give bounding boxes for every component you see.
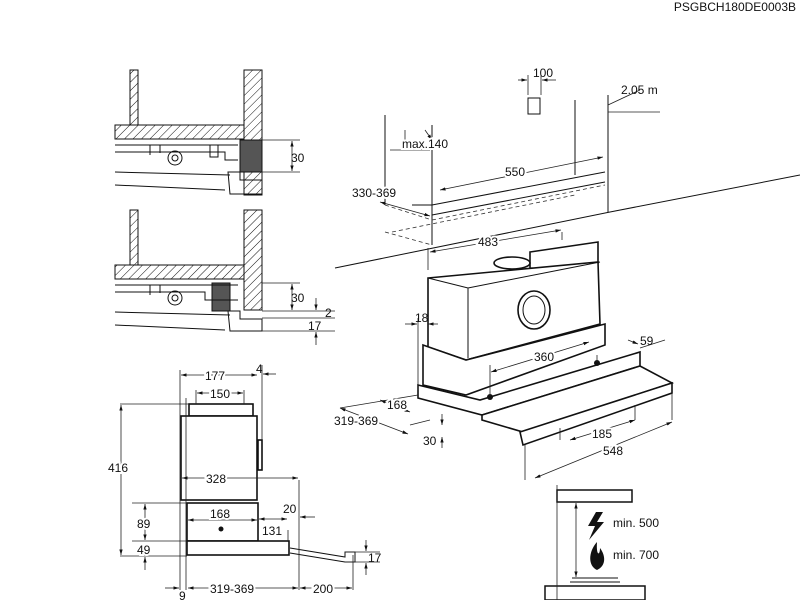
- cabinet-detail-top: 30: [114, 69, 305, 196]
- dim-200: 200: [313, 582, 333, 596]
- dim-20: 20: [283, 502, 297, 516]
- electric-icon: [588, 512, 604, 540]
- dim-iso-319-369: 319-369: [334, 414, 378, 428]
- dim-483: 483: [478, 235, 498, 249]
- dim-328: 328: [206, 472, 226, 486]
- dim-detail-mid-2: 2: [325, 306, 332, 320]
- clearance-gas: min. 700: [613, 548, 659, 562]
- dim-131: 131: [262, 524, 282, 538]
- dim-548: 548: [603, 444, 623, 458]
- dim-550: 550: [505, 165, 525, 179]
- dim-177: 177: [205, 369, 225, 383]
- dim-iso-30: 30: [423, 434, 437, 448]
- dim-416: 416: [108, 461, 128, 475]
- clearance-electric: min. 500: [613, 516, 659, 530]
- dim-100: 100: [533, 66, 553, 80]
- flame-icon: [590, 542, 605, 570]
- dim-9: 9: [179, 589, 186, 600]
- hood-isometric: 483 18 360 59 168 319-369 30 185 548: [332, 229, 675, 480]
- dim-150: 150: [210, 387, 230, 401]
- dim-max-140: max.140: [402, 137, 448, 151]
- dim-4: 4: [256, 362, 263, 376]
- clearance-diagram: min. 500 min. 700: [544, 485, 659, 600]
- dim-detail-top-30: 30: [291, 151, 305, 165]
- dim-detail-mid-30: 30: [291, 291, 305, 305]
- dim-185: 185: [592, 427, 612, 441]
- dim-168: 168: [210, 507, 230, 521]
- ceiling-layout: 100 2.05 m max.140 550 330-369: [334, 66, 800, 269]
- dim-detail-mid-17: 17: [308, 319, 322, 333]
- dim-360: 360: [534, 350, 554, 364]
- dim-18: 18: [415, 311, 429, 325]
- dim-330-369: 330-369: [352, 186, 396, 200]
- cabinet-detail-mid: 30 2 17: [114, 209, 335, 345]
- side-view: 177 4 150 416 328 168 20 131 89 49 17 9 …: [106, 362, 382, 600]
- dim-59: 59: [640, 334, 654, 348]
- dim-iso-168: 168: [387, 398, 407, 412]
- dim-2-05-m: 2.05 m: [621, 83, 658, 97]
- dim-319-369: 319-369: [210, 582, 254, 596]
- dim-89: 89: [137, 517, 151, 531]
- document-code: PSGBCH180DE0003B: [674, 0, 796, 14]
- dim-17: 17: [368, 551, 382, 565]
- dim-49: 49: [137, 543, 151, 557]
